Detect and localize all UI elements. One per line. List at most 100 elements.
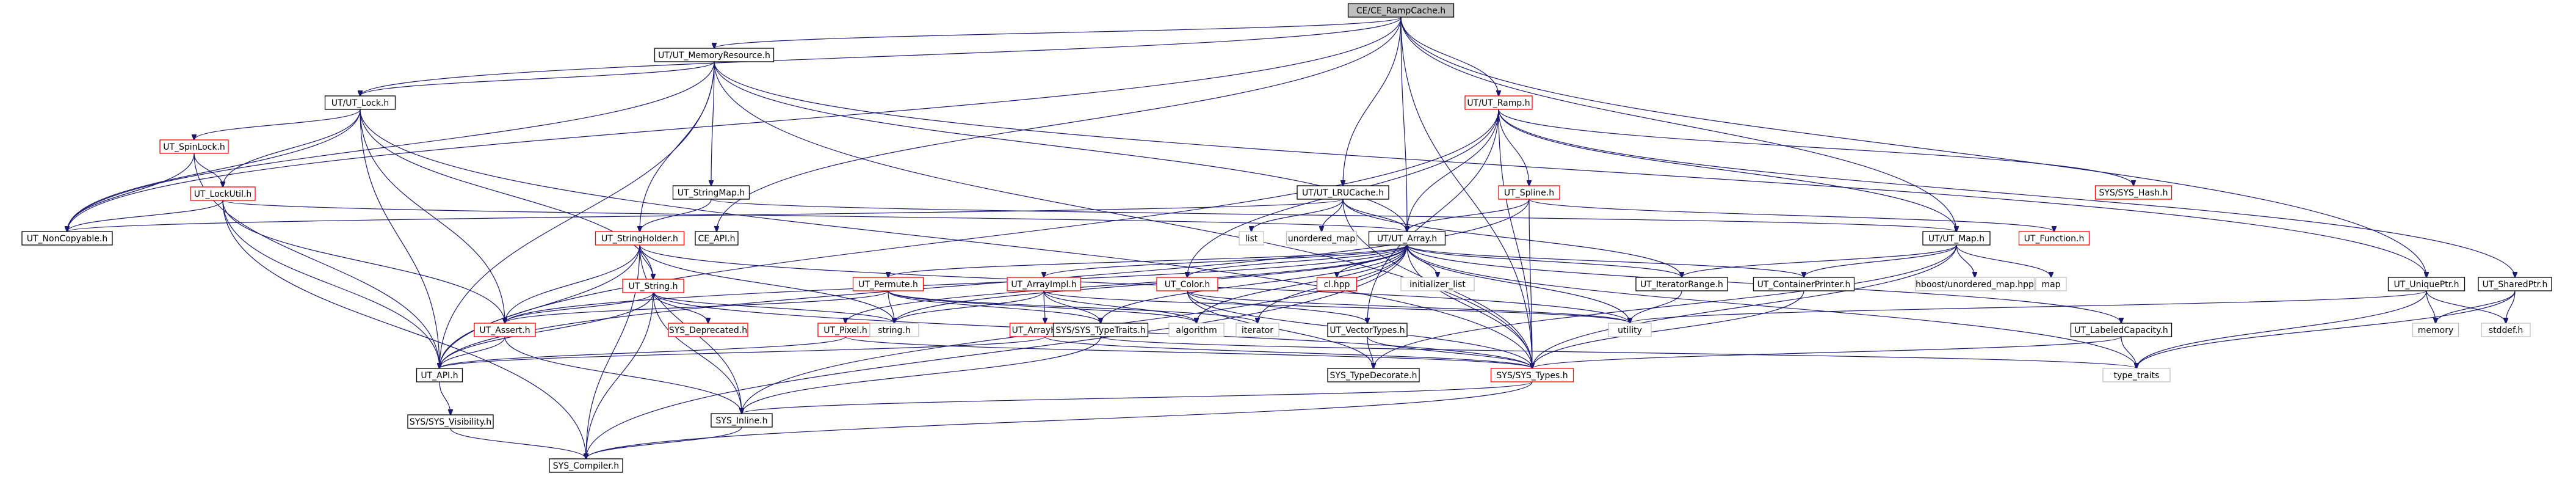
edge-ut_map-to-ut_iteratorrange (1682, 244, 1957, 277)
node-cl-hpp[interactable]: cl.hpp (1316, 277, 1358, 291)
node-list[interactable]: list (1239, 231, 1264, 246)
node-stddef-h[interactable]: stddef.h (2481, 323, 2531, 337)
edge-ut_arrayimpl-to-ut_arrayhelp (1044, 290, 1045, 323)
node-string-h[interactable]: string.h (869, 323, 919, 337)
node-iterator[interactable]: iterator (1236, 323, 1279, 337)
node-sys-compiler[interactable]: SYS_Compiler.h (549, 458, 623, 473)
node-box (654, 48, 775, 62)
node-label: UT_LockUtil.h (194, 189, 252, 199)
edge-ut_sharedptr-to-type_traits (2136, 290, 2516, 368)
node-ut-pixel[interactable]: UT_Pixel.h (817, 323, 874, 337)
node-box (695, 231, 739, 246)
edge-ut_uniqueptr-to-type_traits (2136, 290, 2427, 368)
node-ut-lock[interactable]: UT/UT_Lock.h (324, 95, 396, 110)
node-box (416, 368, 463, 382)
node-sys-deprecated[interactable]: SYS_Deprecated.h (668, 323, 748, 337)
nodes-layer: CE/CE_RampCache.hUT/UT_MemoryResource.hU… (21, 3, 2552, 473)
node-ut-arrayimpl[interactable]: UT_ArrayImpl.h (1007, 277, 1081, 291)
node-label: UT_StringMap.h (678, 188, 745, 198)
node-label: UT/UT_Lock.h (331, 98, 389, 108)
edge-ut_lrucache-to-list (1251, 199, 1344, 232)
edge-ut_pixel-to-ut_api (440, 336, 846, 368)
edge-ce_rampcache-to-ce_api (717, 16, 1402, 232)
node-ut-array[interactable]: UT/UT_Array.h (1368, 231, 1446, 246)
node-ut-permute[interactable]: UT_Permute.h (852, 277, 924, 291)
node-ut-lockutil[interactable]: UT_LockUtil.h (190, 186, 256, 201)
edge-sys_types-to-sys_inline (742, 381, 1533, 414)
node-ut-uniqueptr[interactable]: UT_UniquePtr.h (2387, 277, 2466, 291)
node-ut-stringholder[interactable]: UT_StringHolder.h (595, 231, 685, 246)
node-sys-types[interactable]: SYS/SYS_Types.h (1490, 368, 1574, 382)
node-ce-rampcache[interactable]: CE/CE_RampCache.h (1347, 3, 1455, 18)
edge-ut_color-to-sys_typedecorate (1187, 290, 1373, 368)
node-ut-spinlock[interactable]: UT_SpinLock.h (159, 139, 229, 154)
edge-sys_types-to-sys_compiler (586, 381, 1533, 459)
node-box (2478, 277, 2552, 291)
node-sys-visibility[interactable]: SYS/SYS_Visibility.h (407, 414, 494, 429)
edge-ut_spline-to-ut_function (1529, 199, 2054, 232)
node-ut-spline[interactable]: UT_Spline.h (1498, 185, 1560, 200)
node-label: SYS_Deprecated.h (669, 326, 747, 335)
node-sys-typetraits[interactable]: SYS/SYS_TypeTraits.h (1052, 323, 1149, 337)
edge-ce_rampcache-to-ut_uniqueptr (1400, 16, 2426, 277)
node-box (474, 323, 536, 337)
node-ce-api[interactable]: CE_API.h (695, 231, 739, 246)
edge-ut_containerprinter-to-sys_types (1532, 290, 1804, 368)
edge-ut_stringmap-to-ut_stringholder (640, 199, 712, 232)
node-unordered-map[interactable]: unordered_map (1286, 231, 1358, 246)
edge-ut_ramp-to-ut_map (1498, 109, 1956, 232)
edge-ut_array-to-ut_pixel (845, 244, 1408, 323)
node-sys-typedecorate[interactable]: SYS_TypeDecorate.h (1327, 368, 1420, 382)
node-memory[interactable]: memory (2412, 323, 2459, 337)
edge-ut_color-to-ut_vectortypes (1187, 290, 1367, 323)
node-algorithm[interactable]: algorithm (1168, 323, 1225, 337)
edge-ut_ramp-to-ut_array (1407, 109, 1499, 232)
node-initializer-list[interactable]: initializer_list (1400, 277, 1475, 291)
node-ut-ramp[interactable]: UT/UT_Ramp.h (1464, 95, 1533, 110)
node-ut-lrucache[interactable]: UT/UT_LRUCache.h (1297, 185, 1389, 200)
node-label: type_traits (2114, 371, 2160, 381)
edge-ut_uniqueptr-to-stddef_h (2426, 290, 2506, 323)
node-ut-noncopyable[interactable]: UT_NonCopyable.h (21, 231, 113, 246)
node-label: utility (1618, 326, 1642, 335)
edge-ut_arrayimpl-to-algorithm (1043, 290, 1196, 323)
edge-ut_memoryresource-to-ut_api (440, 61, 715, 368)
node-ut-map[interactable]: UT/UT_Map.h (1922, 231, 1991, 246)
node-box (1368, 231, 1446, 246)
edge-ut_array-to-algorithm (1196, 244, 1408, 323)
node-ut-stringmap[interactable]: UT_StringMap.h (672, 185, 750, 200)
node-ut-labeledcapacity[interactable]: UT_LabeledCapacity.h (2070, 323, 2173, 337)
node-map[interactable]: map (2035, 277, 2067, 291)
node-ut-iteratorrange[interactable]: UT_IteratorRange.h (1635, 277, 1728, 291)
node-box (595, 231, 685, 246)
node-utility[interactable]: utility (1608, 323, 1652, 337)
node-ut-function[interactable]: UT_Function.h (2018, 231, 2090, 246)
node-ut-color[interactable]: UT_Color.h (1156, 277, 1218, 291)
node-box (2094, 185, 2173, 200)
node-box (1239, 231, 1264, 246)
node-ut-containerprinter[interactable]: UT_ContainerPrinter.h (1753, 277, 1855, 291)
edge-ut_lrucache-to-ut_iteratorrange (1342, 199, 1682, 277)
node-ut-sharedptr[interactable]: UT_SharedPtr.h (2478, 277, 2552, 291)
edge-ut_spinlock-to-ut_api (194, 153, 440, 368)
edge-ut_lock-to-sys_types (360, 109, 1532, 368)
node-sys-hash[interactable]: SYS/SYS_Hash.h (2094, 185, 2173, 200)
edge-ut_ramp-to-ut_vectortypes (1367, 109, 1499, 323)
node-sys-inline[interactable]: SYS_Inline.h (711, 413, 773, 428)
edge-ut_lock-to-ut_assert (360, 109, 505, 323)
node-type-traits[interactable]: type_traits (2102, 368, 2171, 382)
edge-ut_lockutil-to-ut_assert (222, 200, 505, 323)
node-label: UT_ArrayImpl.h (1011, 280, 1076, 290)
node-hboost-unordered-map[interactable]: hboost/unordered_map.hpp (1914, 277, 2035, 291)
node-label: initializer_list (1409, 280, 1466, 290)
node-ut-api[interactable]: UT_API.h (416, 368, 463, 382)
node-label: UT_IteratorRange.h (1640, 280, 1723, 290)
node-label: UT_NonCopyable.h (27, 234, 108, 244)
node-box (2102, 368, 2171, 382)
node-ut-string[interactable]: UT_String.h (622, 279, 684, 293)
node-ut-memoryresource[interactable]: UT/UT_MemoryResource.h (654, 48, 775, 62)
node-ut-assert[interactable]: UT_Assert.h (474, 323, 536, 337)
edge-sys_typetraits-to-sys_inline (742, 336, 1101, 414)
node-label: UT_Assert.h (479, 326, 530, 335)
node-ut-vectortypes[interactable]: UT_VectorTypes.h (1327, 323, 1408, 337)
